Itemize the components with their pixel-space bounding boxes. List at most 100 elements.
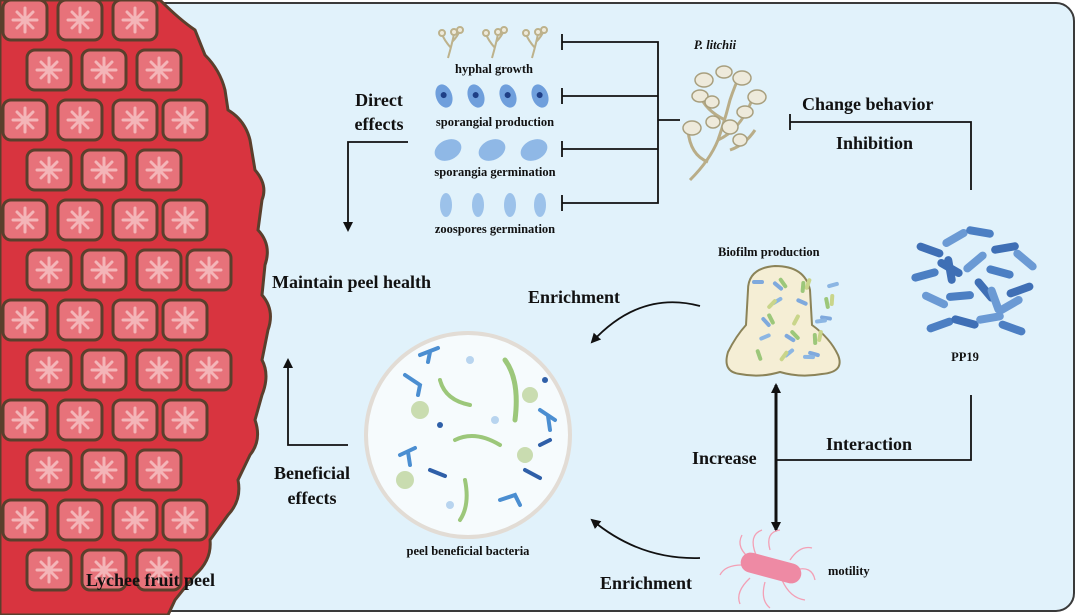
peel-cell-pattern <box>90 556 118 584</box>
interaction-label: Interaction <box>826 434 912 454</box>
peel-cell-pattern <box>66 406 94 434</box>
direct-effects-label: Direct effects <box>354 90 404 134</box>
beneficial-bacterium-cell <box>446 501 454 509</box>
pp19-rod <box>944 256 956 284</box>
sporangia-germination-label: sporangia germination <box>434 165 556 179</box>
sporangial-production-icons <box>435 84 549 108</box>
peel-cell-pattern <box>66 506 94 534</box>
beneficial-bacterium-cell <box>517 447 533 463</box>
pp19-rod <box>998 320 1026 336</box>
peel-cell-pattern <box>66 106 94 134</box>
zoospores-germination-label: zoospores germination <box>434 222 556 236</box>
pp19-rod <box>1006 282 1034 298</box>
enrichment-bottom-label: Enrichment <box>600 573 692 593</box>
peel-cell-pattern <box>121 506 149 534</box>
beneficial-bacterium <box>538 408 557 432</box>
peel-cell-pattern <box>171 106 199 134</box>
biofilm-bacterium <box>796 298 808 306</box>
beneficial-bacterium-cell <box>542 377 548 383</box>
peel-cell-pattern <box>145 256 173 284</box>
motility-bacterium <box>719 529 816 609</box>
beneficial-effects-arrow <box>283 358 348 446</box>
peel-cell-pattern <box>35 56 63 84</box>
beneficial-bacterium <box>428 468 447 478</box>
biofilm-bacterium <box>815 318 827 324</box>
beneficial-bacterium <box>453 434 502 447</box>
sporangial-production-label: sporangial production <box>435 115 555 129</box>
biofilm-bacterium <box>752 280 764 284</box>
peel-cell-pattern <box>171 506 199 534</box>
enrichment-arrow-bottom <box>590 518 701 559</box>
peel-cell-pattern <box>35 356 63 384</box>
biofilm-bacterium <box>761 317 771 327</box>
peel-cell-pattern <box>66 206 94 234</box>
pp19-rod <box>942 229 968 247</box>
inhibition-line <box>789 114 972 190</box>
p-litchii-hyphae-illustration <box>682 65 767 182</box>
pp19-rod <box>986 265 1014 279</box>
biofilm-bacterium <box>800 281 806 293</box>
biofilm-bacterium <box>755 349 763 361</box>
hyphal-growth-label: hyphal growth <box>455 62 533 76</box>
peel-cell-pattern <box>66 306 94 334</box>
beneficial-bacterium-cell <box>396 471 414 489</box>
peel-cell-pattern <box>121 6 149 34</box>
interaction-line <box>776 395 972 461</box>
biofilm-bacterium <box>824 297 830 309</box>
beneficial-bacterium-cell <box>491 416 499 424</box>
biofilm-bacterium <box>803 354 815 360</box>
maintain-peel-health-label: Maintain peel health <box>272 272 432 292</box>
pp19-bacteria-cluster <box>911 226 1037 336</box>
biofilm-bacterium <box>759 333 771 341</box>
pp19-rod <box>911 268 939 282</box>
biofilm-bacterium <box>808 350 820 358</box>
pp19-rod <box>946 291 974 301</box>
beneficial-effects-label: Beneficial effects <box>274 463 350 508</box>
beneficial-bacterium <box>502 357 519 423</box>
pp19-rod <box>987 286 1003 314</box>
beneficial-bacterium <box>403 373 423 397</box>
pp19-rod <box>926 317 954 333</box>
peel-cell-pattern <box>121 106 149 134</box>
motility-label: motility <box>828 564 870 578</box>
pp19-rod <box>997 296 1023 315</box>
peel-cell-pattern <box>121 206 149 234</box>
peel-cell-pattern <box>145 156 173 184</box>
enrichment-arrow-top <box>590 301 701 344</box>
pp19-rod <box>951 315 979 329</box>
direct-effects-arrow <box>343 141 408 232</box>
beneficial-bacterium <box>523 468 542 480</box>
biofilm-bacterium <box>792 314 800 326</box>
beneficial-bacterium <box>418 346 440 364</box>
peel-cell-pattern <box>11 406 39 434</box>
peel-cell-pattern <box>90 356 118 384</box>
inhibition-label: Inhibition <box>836 133 914 153</box>
peel-cell-pattern <box>35 256 63 284</box>
biofilm-bacterium <box>779 350 789 362</box>
beneficial-bacterium <box>458 478 469 522</box>
peel-cell-pattern <box>195 356 223 384</box>
lychee-fruit-peel-label: Lychee fruit peel <box>86 570 215 590</box>
beneficial-bacterium <box>398 446 417 467</box>
peel-cell-pattern <box>171 406 199 434</box>
biofilm-bacterium <box>827 281 839 289</box>
increase-label: Increase <box>692 448 757 468</box>
peel-cell-pattern <box>90 56 118 84</box>
biofilm-bacterium <box>767 313 775 325</box>
peel-cell-pattern <box>145 456 173 484</box>
peel-beneficial-bacteria-label: peel beneficial bacteria <box>406 544 530 558</box>
pp19-rod <box>916 242 944 258</box>
peel-cell-pattern <box>121 306 149 334</box>
peel-cell-pattern <box>171 306 199 334</box>
beneficial-bacterium-cell <box>466 356 474 364</box>
biofilm-bacterium <box>767 299 777 309</box>
biofilm-bacterium <box>772 281 784 291</box>
change-behavior-label: Change behavior <box>802 94 934 114</box>
pp19-rod <box>1013 249 1037 271</box>
pp19-label: PP19 <box>951 350 979 364</box>
peel-cell-pattern <box>11 106 39 134</box>
peel-cell-pattern <box>145 556 173 584</box>
peel-cell-pattern <box>11 206 39 234</box>
beneficial-bacterium-cell <box>411 401 429 419</box>
